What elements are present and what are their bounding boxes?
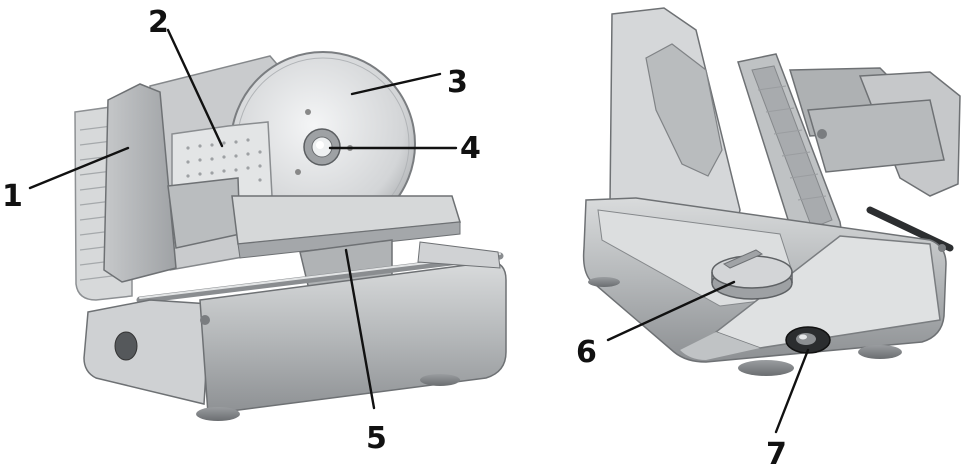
blade-center-knob <box>303 128 341 166</box>
callout-3: 3 <box>447 65 468 100</box>
left-side-port <box>114 331 138 361</box>
base-housing <box>83 241 507 421</box>
slicer-front-view <box>74 51 507 421</box>
side-wall-grip <box>645 43 723 177</box>
carriage-plate <box>737 53 847 271</box>
callout-7: 7 <box>766 437 787 470</box>
rear-rack <box>788 67 961 252</box>
leader-line-3 <box>350 72 442 96</box>
leader-line-7 <box>774 348 810 434</box>
callout-4: 4 <box>460 131 481 166</box>
callout-2: 2 <box>148 5 169 40</box>
thickness-dial <box>711 249 793 300</box>
leader-line-2 <box>166 28 224 148</box>
slicer-rear-view <box>582 7 961 376</box>
callout-6: 6 <box>576 335 597 370</box>
leader-lines <box>28 28 810 434</box>
leader-line-5 <box>344 248 376 410</box>
thickness-guide-plate <box>103 83 177 283</box>
callout-1: 1 <box>2 179 23 214</box>
leader-line-6 <box>606 280 736 342</box>
callout-5: 5 <box>366 421 387 456</box>
leader-line-1 <box>28 146 130 190</box>
